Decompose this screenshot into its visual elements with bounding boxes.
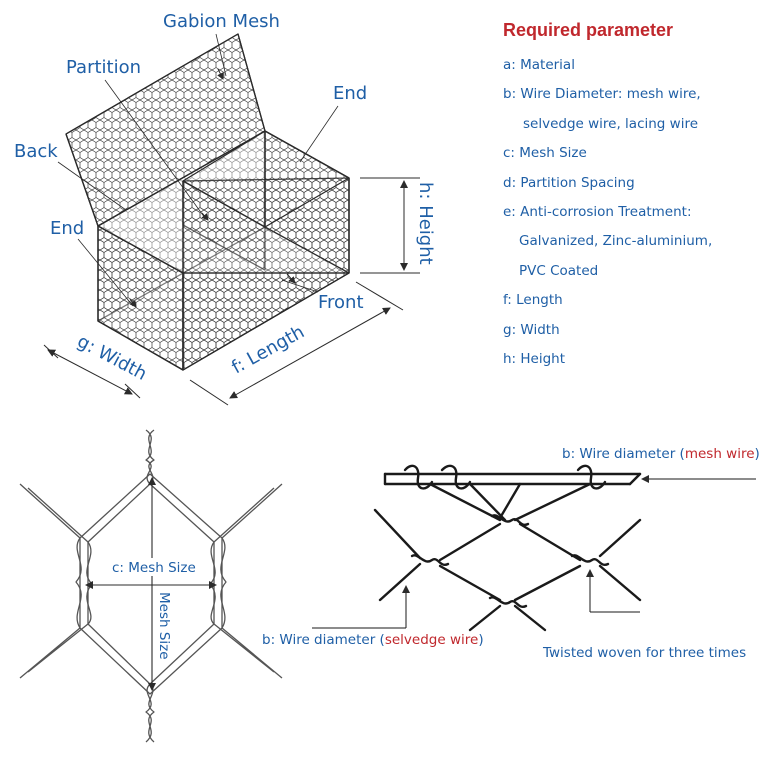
label-mesh-size-vertical: Mesh Size — [156, 592, 172, 660]
label-front: Front — [318, 292, 364, 313]
label-mesh-size-horizontal: c: Mesh Size — [112, 560, 196, 576]
wire-weave-detail — [373, 464, 642, 632]
wire-detail-pointers — [312, 475, 756, 629]
parameter-item: b: Wire Diameter: mesh wire, — [503, 86, 701, 103]
parameter-item: selvedge wire, lacing wire — [523, 115, 699, 132]
required-parameter-list: Required parameter a: Material b: Wire D… — [503, 20, 765, 374]
parameter-item: f: Length — [503, 292, 563, 309]
mesh-size-arrows — [85, 477, 217, 691]
label-partition: Partition — [66, 57, 141, 78]
label-back: Back — [14, 141, 58, 162]
parameters-title: Required parameter — [503, 20, 674, 40]
parameter-item: Galvanized, Zinc-aluminium, — [519, 233, 713, 250]
label-height: h: Height — [415, 182, 436, 265]
parameter-item: c: Mesh Size — [503, 145, 587, 162]
parameter-item: PVC Coated — [519, 262, 599, 279]
parameter-item: h: Height — [503, 350, 566, 367]
label-end-right: End — [333, 83, 367, 104]
mesh-cell-detail — [19, 429, 283, 743]
label-gabion-mesh: Gabion Mesh — [163, 11, 280, 32]
parameter-item: e: Anti-corrosion Treatment: — [503, 203, 692, 220]
label-end-left: End — [50, 218, 84, 239]
gabion-box — [43, 33, 420, 406]
parameter-item: a: Material — [503, 57, 575, 73]
parameter-item: d: Partition Spacing — [503, 174, 635, 191]
parameter-item: g: Width — [503, 321, 560, 338]
label-twisted-woven: Twisted woven for three times — [542, 645, 746, 661]
label-selvedge-wire-diameter: b: Wire diameter (selvedge wire) — [262, 632, 484, 648]
label-mesh-wire-diameter: b: Wire diameter (mesh wire) — [562, 446, 760, 462]
